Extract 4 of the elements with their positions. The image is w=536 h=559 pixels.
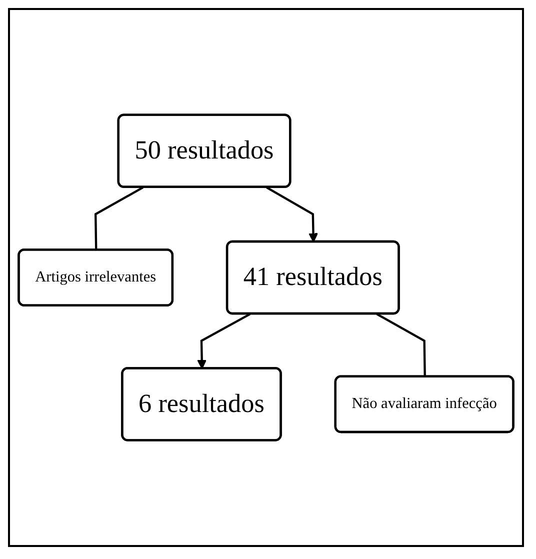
arrow <box>266 186 318 242</box>
connector <box>94 186 144 250</box>
connector <box>376 313 426 377</box>
arrow <box>197 313 251 370</box>
